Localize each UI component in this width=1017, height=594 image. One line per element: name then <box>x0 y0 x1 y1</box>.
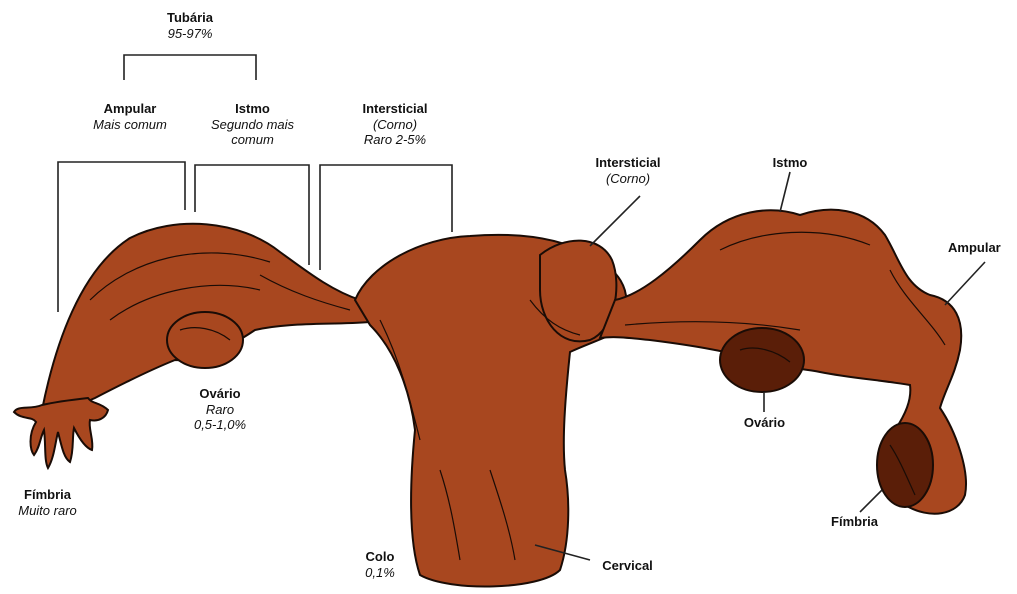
ovario-label: Ovário Raro 0,5-1,0% <box>170 386 270 433</box>
cervical-label: Cervical <box>585 558 670 574</box>
right-istmo-label: Istmo <box>760 155 820 171</box>
right-intersticial-pointer <box>590 196 640 246</box>
right-ovary <box>720 328 804 392</box>
ampular-note: Mais comum <box>75 117 185 133</box>
istmo-note-2: comum <box>190 132 315 148</box>
fimbria-label: Fímbria Muito raro <box>0 487 95 518</box>
right-ampular-title: Ampular <box>948 240 1017 256</box>
left-ovary <box>167 312 243 368</box>
colo-note: 0,1% <box>340 565 420 581</box>
right-ovario-title: Ovário <box>722 415 807 431</box>
left-fimbria <box>14 398 108 468</box>
right-intersticial-note: (Corno) <box>568 171 688 187</box>
uterine-tissue <box>14 210 966 587</box>
right-istmo-pointer <box>780 172 790 212</box>
cervical-title: Cervical <box>585 558 670 574</box>
ampular-label: Ampular Mais comum <box>75 101 185 132</box>
istmo-title: Istmo <box>190 101 315 117</box>
ovario-note-2: 0,5-1,0% <box>170 417 270 433</box>
tubaria-value: 95-97% <box>140 26 240 42</box>
tubaria-title: Tubária <box>140 10 240 26</box>
intersticial-title: Intersticial <box>335 101 455 117</box>
ovario-note-1: Raro <box>170 402 270 418</box>
tubaria-label: Tubária 95-97% <box>140 10 240 41</box>
right-istmo-title: Istmo <box>760 155 820 171</box>
tubaria-bracket <box>124 55 256 80</box>
right-fimbria-title: Fímbria <box>812 514 897 530</box>
right-fimbria-pointer <box>860 490 882 512</box>
intersticial-note-1: (Corno) <box>335 117 455 133</box>
colo-label: Colo 0,1% <box>340 549 420 580</box>
intersticial-label: Intersticial (Corno) Raro 2-5% <box>335 101 455 148</box>
ovario-title: Ovário <box>170 386 270 402</box>
colo-title: Colo <box>340 549 420 565</box>
fimbria-title: Fímbria <box>0 487 95 503</box>
right-ampular-label: Ampular <box>948 240 1017 256</box>
right-fimbria-label: Fímbria <box>812 514 897 530</box>
intersticial-note-2: Raro 2-5% <box>335 132 455 148</box>
right-intersticial-title: Intersticial <box>568 155 688 171</box>
istmo-note-1: Segundo mais <box>190 117 315 133</box>
right-intersticial-label: Intersticial (Corno) <box>568 155 688 186</box>
right-fimbria-mass <box>877 423 933 507</box>
ampular-title: Ampular <box>75 101 185 117</box>
fimbria-note: Muito raro <box>0 503 95 519</box>
right-ovario-label: Ovário <box>722 415 807 431</box>
right-ampular-pointer <box>945 262 985 305</box>
istmo-label: Istmo Segundo mais comum <box>190 101 315 148</box>
